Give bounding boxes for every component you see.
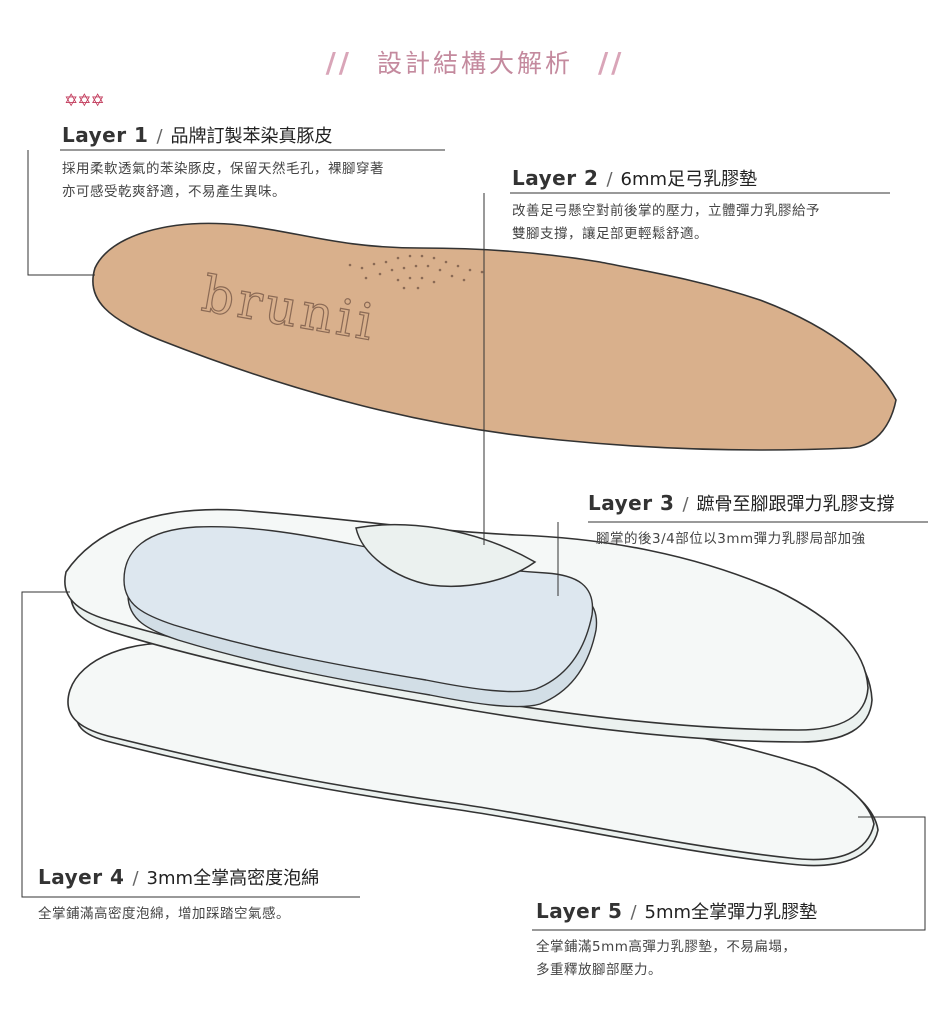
- layer-2-shape: [355, 524, 537, 588]
- layer-5-desc-line: 多重釋放腳部壓力。: [536, 962, 662, 978]
- layer-1-title: 品牌訂製苯染真豚皮: [170, 126, 333, 147]
- layer-4-desc: 全掌鋪滿高密度泡綿，增加踩踏空氣感。: [38, 903, 290, 926]
- layer-3-sep: /: [682, 494, 689, 515]
- layer-1-desc-line: 採用柔軟透氣的苯染豚皮，保留天然毛孔，裸腳穿著: [62, 161, 384, 177]
- title-decoration-left: //: [325, 46, 353, 79]
- layer-3-heading: Layer 3 / 蹠骨至腳跟彈力乳膠支撐: [588, 490, 895, 516]
- layer-1-sep: /: [156, 126, 163, 147]
- layer-3-desc: 腳掌的後3/4部位以3mm彈力乳膠局部加強: [596, 528, 866, 551]
- title-text: 設計結構大解析: [376, 49, 573, 78]
- layer-5-title: 5mm全掌彈力乳膠墊: [644, 902, 818, 923]
- layer-4-title: 3mm全掌高密度泡綿: [146, 868, 320, 889]
- layer-3-title: 蹠骨至腳跟彈力乳膠支撐: [696, 494, 895, 515]
- brand-logo-text: brunii: [198, 265, 382, 353]
- title-decoration-right: //: [597, 46, 625, 79]
- layer-5-desc-line: 全掌鋪滿5mm高彈力乳膠墊，不易扁塌，: [536, 939, 797, 955]
- layer-3-name: Layer 3: [588, 491, 675, 515]
- layer-1-shape: [92, 222, 897, 451]
- layer-4-name: Layer 4: [38, 865, 125, 889]
- layer-2-desc: 改善足弓懸空對前後掌的壓力，立體彈力乳膠給予 雙腳支撐，讓足部更輕鬆舒適。: [512, 200, 820, 246]
- page-title: // 設計結構大解析 //: [0, 44, 950, 80]
- layer-2-name: Layer 2: [512, 166, 599, 190]
- layer-4-sep: /: [132, 868, 139, 889]
- leader-lines: [21, 149, 928, 931]
- perforation-dots: [348, 254, 484, 290]
- layer-5-sep: /: [630, 902, 637, 923]
- layer-1-name: Layer 1: [62, 123, 149, 147]
- layer-1-desc: 採用柔軟透氣的苯染豚皮，保留天然毛孔，裸腳穿著 亦可感受乾爽舒適，不易產生異味。: [62, 158, 384, 204]
- layer-1-heading: Layer 1 / 品牌訂製苯染真豚皮: [62, 122, 333, 148]
- layer-5-desc: 全掌鋪滿5mm高彈力乳膠墊，不易扁塌， 多重釋放腳部壓力。: [536, 936, 796, 982]
- layer-2-desc-line: 改善足弓懸空對前後掌的壓力，立體彈力乳膠給予: [512, 203, 820, 219]
- layer-4-heading: Layer 4 / 3mm全掌高密度泡綿: [38, 864, 319, 890]
- layer-2-heading: Layer 2 / 6mm足弓乳膠墊: [512, 165, 757, 191]
- layer-5-name: Layer 5: [536, 899, 623, 923]
- layer-2-title: 6mm足弓乳膠墊: [620, 169, 758, 190]
- brand-logo: brunii: [197, 264, 382, 353]
- layer-1-desc-line: 亦可感受乾爽舒適，不易產生異味。: [62, 184, 286, 200]
- layer-2-sep: /: [606, 169, 613, 190]
- star-icon: ✡✡✡: [64, 91, 105, 111]
- layer-2-desc-line: 雙腳支撐，讓足部更輕鬆舒適。: [512, 226, 708, 242]
- layer-3-desc-line: 腳掌的後3/4部位以3mm彈力乳膠局部加強: [596, 531, 866, 547]
- layer-5-heading: Layer 5 / 5mm全掌彈力乳膠墊: [536, 898, 817, 924]
- layer-4-desc-line: 全掌鋪滿高密度泡綿，增加踩踏空氣感。: [38, 906, 290, 922]
